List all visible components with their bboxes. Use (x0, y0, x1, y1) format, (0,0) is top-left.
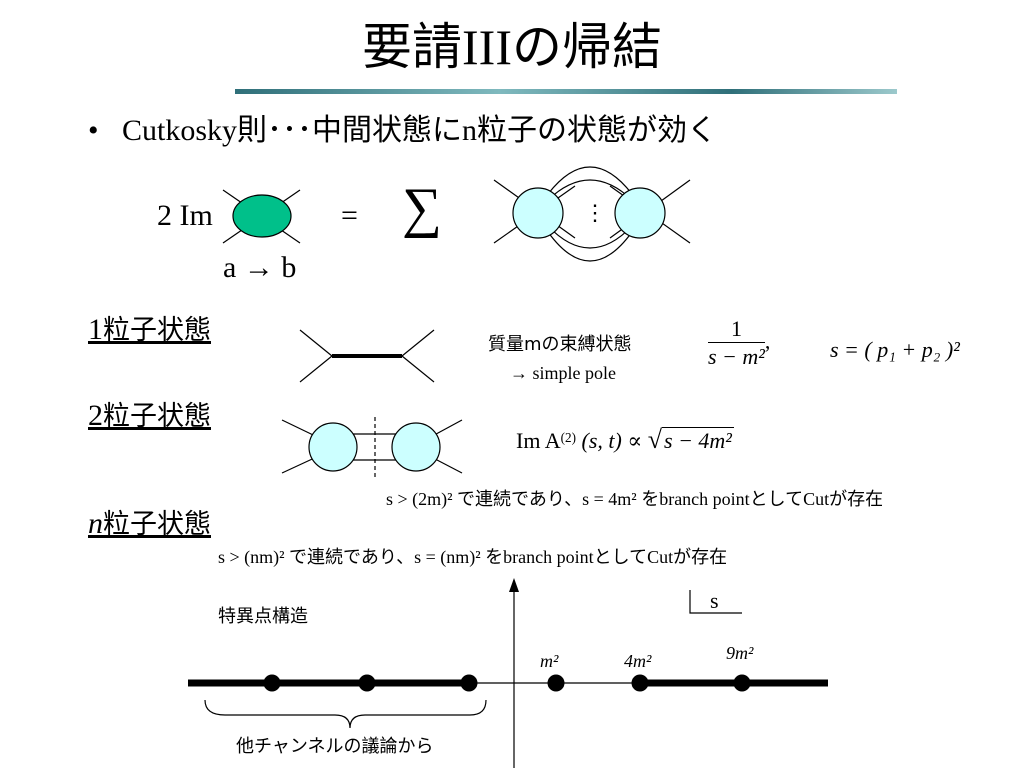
tick-9m2: 9m² (726, 643, 754, 663)
title-rule (235, 89, 897, 94)
tick-m2: m² (540, 651, 559, 671)
two-right-blob (391, 422, 441, 472)
s-plane-marker (689, 590, 742, 614)
two-particle-heading: 2粒子状態 (88, 398, 211, 435)
im-prefix: Im A (516, 428, 561, 453)
sigma-symbol: ∑ (402, 177, 442, 239)
bullet-marker: • (88, 114, 99, 147)
s-plane-label: s (710, 588, 719, 613)
frac-denominator: s − m² (708, 344, 765, 369)
amplitude-blob (232, 194, 292, 238)
bullet-text: Cutkosky則･･･中間状態にn粒子の状態が効く (122, 114, 718, 147)
two-particle-diagram (281, 417, 463, 480)
process-label: a → b (223, 251, 297, 284)
two-particle-condition: s > (2m)² で連続であり、s = 4m² をbranch pointとし… (386, 489, 884, 509)
equals-sign: = (341, 199, 358, 232)
tick-4m2: 4m² (624, 651, 652, 671)
branch-9m2 (733, 674, 751, 692)
underbrace (204, 699, 487, 729)
one-particle-text: 粒子状態 (103, 315, 211, 346)
pole-m2 (547, 674, 565, 692)
n-particle-heading: n粒子状態 (88, 506, 211, 543)
mandelstam-s: s = ( p₁ + p₂ )² (830, 337, 960, 362)
right-blob (614, 187, 666, 239)
one-particle-heading: 1粒子状態 (88, 312, 211, 349)
left-point-2 (358, 674, 376, 692)
singularity-label: 特異点構造 (218, 606, 308, 627)
rhs-cut-diagram (493, 166, 691, 262)
brace-label: 他チャンネルの議論から (236, 736, 434, 757)
left-blob (512, 187, 564, 239)
two-particle-text: 粒子状態 (103, 401, 211, 432)
ellipsis: ⋮ (584, 200, 606, 225)
one-particle-num: 1 (88, 313, 103, 346)
bound-state-desc: 質量mの束縛状態 (488, 334, 632, 355)
slide-title: 要請IIIの帰結 (362, 19, 662, 75)
im-sqrt: s − 4m² (662, 427, 734, 453)
bullet-line: • Cutkosky則･･･中間状態にn粒子の状態が効く (88, 111, 717, 151)
im-formula: Im A(2) (s, t) ∝ √s − 4m² (516, 425, 734, 454)
im-sup: (2) (560, 430, 577, 446)
n-particle-text: 粒子状態 (103, 509, 211, 540)
frac-comma: , (764, 328, 771, 354)
two-particle-num: 2 (88, 399, 103, 432)
lhs-amplitude (222, 189, 301, 244)
singularity-axes (188, 578, 828, 768)
frac-numerator: 1 (708, 316, 765, 343)
lhs-label: 2 Im (157, 199, 213, 232)
left-point-3 (460, 674, 478, 692)
two-left-blob (308, 422, 358, 472)
one-particle-diagram (299, 329, 435, 383)
branch-4m2 (631, 674, 649, 692)
im-mid: (s, t) ∝ (581, 428, 643, 453)
simple-pole-desc: → simple pole (510, 363, 616, 383)
left-point-1 (263, 674, 281, 692)
n-particle-condition: s > (nm)² で連続であり、s = (nm)² をbranch point… (218, 547, 728, 567)
n-var: n (88, 507, 103, 540)
axis-arrow-icon (509, 578, 519, 592)
